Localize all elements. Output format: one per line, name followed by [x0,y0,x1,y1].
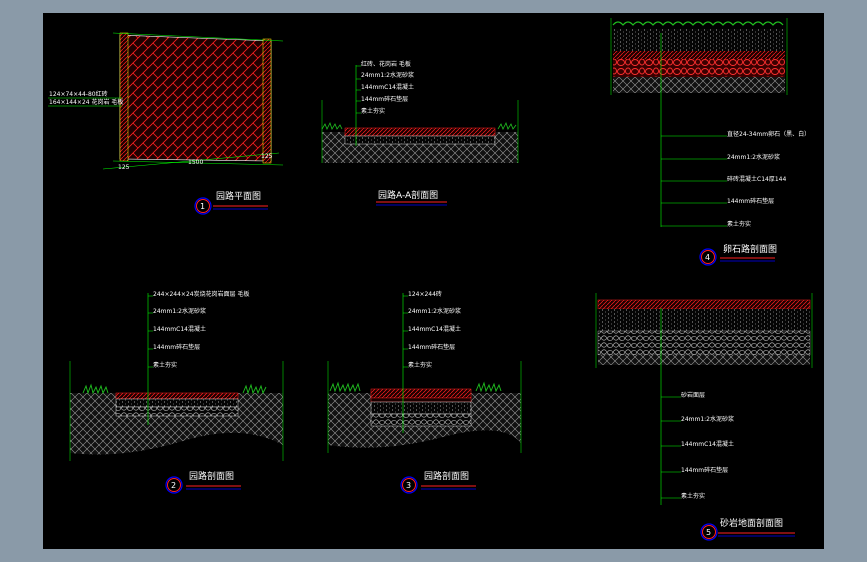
drawing-5-section: 砂岩面层 24mm1:2水泥砂浆 144mmC14混凝土 144mm碎石垫层 素… [595,293,813,541]
drawing-title: 园路平面图 [216,190,261,202]
p2-note-1: 244×244×24炭烧花岗岩面层 毛板 [153,290,250,298]
p2-note-4: 144mm碎石垫层 [153,343,200,351]
plan-note-2: 164×144×24 花岗岩 毛板 [49,98,123,106]
drawing-title: 卵石路剖面图 [723,243,777,255]
p3-note-5: 素土夯实 [408,361,432,369]
soil-layer [328,393,521,448]
grass [329,381,502,393]
p5-note-2: 24mm1:2水泥砂浆 [681,415,734,423]
soil-layer [322,132,518,163]
drawing-number: 1 [200,202,205,211]
brick-concrete-layer [613,59,785,77]
drawing-title: 砂岩地面剖面图 [720,517,783,529]
aa-note-3: 144mmC14混凝土 [361,83,414,91]
drawing-3-section: 124×244砖 24mm1:2水泥砂浆 144mmC14混凝土 144mm碎石… [327,290,522,494]
pebble-surface [612,21,784,26]
dim-left: 125 [118,164,130,171]
drawing-1-plan: 124×74×44-80红砖 164×144×24 花岗岩 毛板 125 150… [48,32,284,215]
p3-note-1: 124×244砖 [408,290,442,298]
p5-note-1: 砂岩面层 [681,391,705,399]
aa-note-1: 红砖、花岗岩 毛板 [361,60,411,68]
drawing-number: 5 [706,528,711,537]
drawing-title: 园路剖面图 [424,470,469,482]
drawing-sheet: 124×74×44-80红砖 164×144×24 花岗岩 毛板 125 150… [43,13,824,549]
p4-note-5: 素土夯实 [727,220,751,228]
drawing-2-section: 244×244×24炭烧花岗岩面层 毛板 24mm1:2水泥砂浆 144mmC1… [69,290,284,494]
plan-note-1: 124×74×44-80红砖 [49,90,108,98]
p5-note-5: 素土夯实 [681,492,705,500]
drawing-title: 园路A-A剖面图 [378,189,438,201]
drawing-title: 园路剖面图 [189,470,234,482]
p4-note-1: 直径24-34mm卵石（黑、白） [727,130,810,138]
p3-note-4: 144mm碎石垫层 [408,343,455,351]
drawing-4-section: 直径24-34mm卵石（黑、白） 24mm1:2水泥砂浆 碎砖混凝土C14厚14… [610,18,810,266]
sandstone-layer [597,299,811,310]
p3-note-2: 24mm1:2水泥砂浆 [408,307,461,315]
edge-brick-right [262,38,272,164]
dimension-line [102,152,280,170]
herringbone-paving [119,34,272,162]
p3-note-3: 144mmC14混凝土 [408,325,461,333]
p2-note-5: 素土夯实 [153,361,177,369]
edge-brick-left [119,32,129,162]
drawing-number: 3 [406,481,411,490]
grass [321,121,517,130]
drawing-aa-section: 红砖、花岗岩 毛板 24mm1:2水泥砂浆 144mmC14混凝土 144mm碎… [321,60,519,206]
aa-note-2: 24mm1:2水泥砂浆 [361,71,414,79]
aa-note-4: 144mm碎石垫层 [361,95,408,103]
drawing-number: 2 [171,481,176,490]
dim-middle: 1500 [188,159,203,166]
cad-drawing: 124×74×44-80红砖 164×144×24 花岗岩 毛板 125 150… [48,18,813,541]
p5-note-4: 144mm碎石垫层 [681,466,728,474]
drawing-number: 4 [705,253,710,262]
dim-right: 125 [261,153,273,160]
p2-note-2: 24mm1:2水泥砂浆 [153,307,206,315]
aa-note-5: 素土夯实 [361,107,385,115]
soil-layer [70,393,283,455]
grass [82,383,267,395]
p2-note-3: 144mmC14混凝土 [153,325,206,333]
p4-note-2: 24mm1:2水泥砂浆 [727,153,780,161]
drawing-number-circle [194,197,212,215]
p5-note-3: 144mmC14混凝土 [681,440,734,448]
p4-note-3: 碎砖混凝土C14厚144 [727,175,786,183]
p4-note-4: 144mm碎石垫层 [727,197,774,205]
